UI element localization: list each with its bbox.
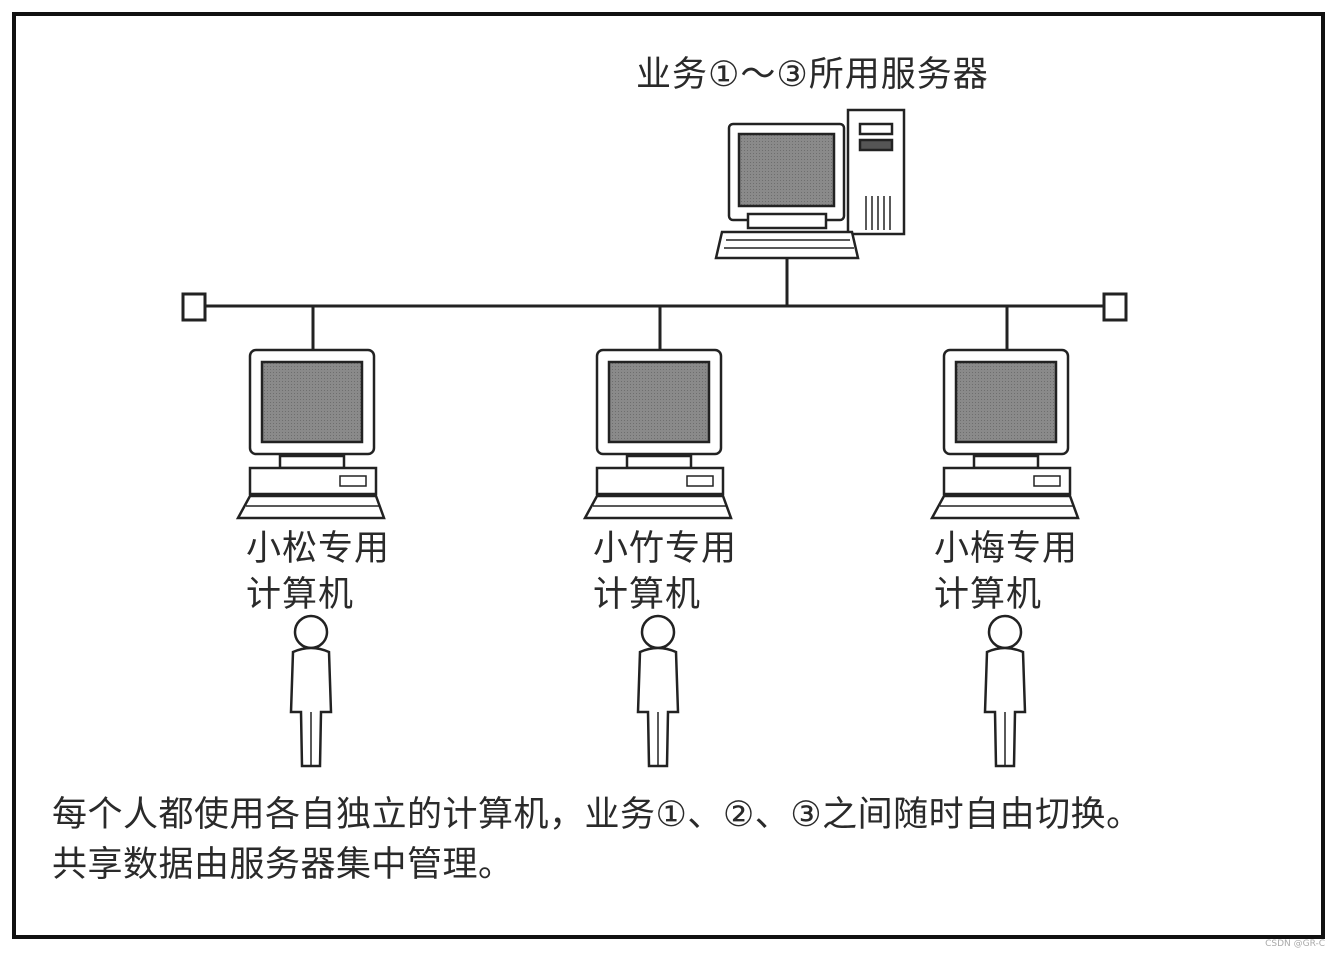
person-icon-1 — [289, 614, 333, 768]
workstation-icon-1 — [235, 348, 386, 520]
keyboard — [929, 494, 1080, 520]
workstation-label-2: 小竹专用 计算机 — [593, 526, 737, 618]
diagram-frame — [12, 12, 1325, 939]
server-keyboard — [714, 230, 860, 260]
caption-line-1: 每个人都使用各自独立的计算机，业务①、②、③之间随时自由切换。 — [52, 795, 1142, 835]
workstation-label-line2: 计算机 — [934, 575, 1043, 615]
workstation-label-line2: 计算机 — [246, 575, 355, 615]
workstation-label-line1: 小梅专用 — [934, 529, 1079, 569]
bus-terminator-right — [1102, 292, 1128, 322]
server-screen — [737, 132, 836, 208]
screen — [607, 360, 711, 444]
workstation-label-line2: 计算机 — [593, 575, 702, 615]
workstation-label-line1: 小松专用 — [246, 529, 391, 569]
workstation-label-line1: 小竹专用 — [593, 529, 738, 569]
screen — [954, 360, 1058, 444]
workstation-icon-3 — [929, 348, 1080, 520]
workstation-label-1: 小松专用 计算机 — [246, 526, 390, 618]
caption-line-2: 共享数据由服务器集中管理。 — [52, 845, 514, 885]
server-title: 业务①～③所用服务器 — [636, 55, 989, 95]
workstation-icon-2 — [582, 348, 733, 520]
network-bus — [181, 258, 1128, 350]
watermark: CSDN @GR-C — [1265, 939, 1325, 949]
person-icon-3 — [983, 614, 1027, 768]
server-computer-icon — [714, 108, 906, 260]
keyboard — [582, 494, 733, 520]
bus-terminator-left — [181, 292, 207, 322]
keyboard — [235, 494, 386, 520]
workstation-label-3: 小梅专用 计算机 — [934, 526, 1078, 618]
screen — [260, 360, 364, 444]
person-icon-2 — [636, 614, 680, 768]
